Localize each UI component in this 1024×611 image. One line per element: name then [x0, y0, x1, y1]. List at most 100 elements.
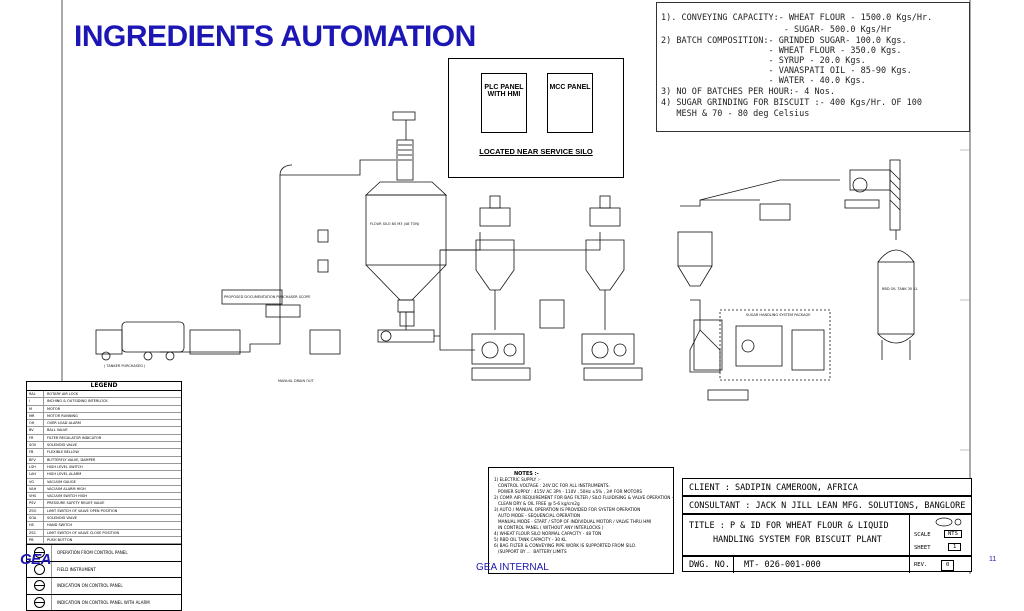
logo-area [914, 517, 966, 527]
flour-silo [364, 111, 448, 343]
legend-abbreviation: I [27, 398, 44, 405]
legend-description: VACUUM GAUGE [47, 479, 76, 484]
legend-abbreviation: MR [27, 412, 44, 420]
panel-indication-alarm-symbol [33, 596, 45, 608]
sheet-value: 1 [948, 543, 962, 551]
plc-panel-label: PLC PANEL WITH HMI [484, 84, 524, 98]
panel-location-label: LOCATED NEAR SERVICE SILO [479, 147, 593, 156]
design-basis-box: 1). CONVEYING CAPACITY:- WHEAT FLOUR - 1… [656, 2, 970, 132]
legend-description: HIGH LEVEL ALARM [47, 472, 82, 477]
legend-abbreviation: PB [27, 536, 44, 544]
legend-abbreviation: PSV [27, 500, 44, 507]
legend-description: BALL VALVE [47, 428, 68, 433]
mcc-panel: MCC PANEL [547, 73, 593, 133]
rev-label: REV. [909, 557, 927, 573]
note-line: 4) WHEAT FLOUR SILO NORMAL CAPACITY - 48… [494, 531, 602, 536]
note-line: 2) COMP. AIR REQUIREMENT FOR BAG FILTER … [494, 495, 674, 500]
spec-line: 1). CONVEYING CAPACITY:- WHEAT FLOUR - 1… [661, 13, 933, 23]
note-line: IN CONTROL PANEL ( WITHOUT ANY INTERLOCK… [494, 525, 604, 530]
spec-line: 3) NO OF BATCHES PER HOUR:- 4 Nos. [661, 87, 835, 97]
notes-box: NOTES :- 1) ELECTRIC SUPPLY :- CONTROL V… [488, 467, 674, 574]
drawing-title-line1: TITLE : P & ID FOR WHEAT FLOUR & LIQUID [689, 521, 889, 531]
legend-abbreviation: SOV [27, 442, 44, 449]
legend-description: INCHING & OUTSIDING INTERLOCK [47, 399, 108, 404]
spec-line: 2) BATCH COMPOSITION:- GRINDED SUGAR- 10… [661, 36, 907, 46]
legend-abbreviation: M [27, 405, 44, 412]
legend-description: LIMIT SWITCH OF VALVE OPEN POSITION [47, 508, 118, 513]
panels-enclosure: PLC PANEL WITH HMI MCC PANEL LOCATED NEA… [448, 58, 624, 178]
dwg-row: DWG. NO. MT- 026-001-000 REV. 0 [682, 556, 972, 573]
scale-sheet-block: SCALE NTS SHEET 1 [909, 515, 972, 557]
rev-value: 0 [941, 560, 955, 571]
legend-abbreviation: BFV [27, 456, 44, 463]
legend-description: BUTTERFLY VALVE, DAMPER [47, 457, 96, 462]
scope-label: PROPOSED DOCUMENTATION PURCHASER SCOPE [224, 295, 310, 299]
client-text: CLIENT : SADIPIN CAMEROON, AFRICA [689, 483, 858, 493]
drawing-title-line2: HANDLING SYSTEM FOR BISCUIT PLANT [713, 535, 882, 545]
sheet-label: SHEET [914, 545, 931, 551]
control-panel-operation-symbol [33, 547, 45, 559]
legend-abbreviation: SOA [27, 515, 44, 522]
note-line: MANUAL MODE - START / STOP OF INDIVIDUAL… [494, 519, 652, 524]
legend-description: LIMIT SWITCH OF VALVE CLOSE POSITION [47, 530, 120, 535]
legend-symbol-text: OPERATION FROM CONTROL PANEL [57, 550, 128, 556]
legend-symbol-text: INDICATION ON CONTROL PANEL WITH ALARM [57, 599, 150, 605]
note-line: (SUPPORT BY ... BATTERY LIMITS [494, 549, 567, 554]
consultant-row: CONSULTANT : JACK N JILL LEAN MFG. SOLUT… [682, 496, 972, 514]
pid-diagram: FLOUR SILO 80 M3 (48 TON) ( TANKER PURCH… [95, 111, 918, 401]
scale-value: NTS [944, 530, 962, 538]
legend-description: PUSH BUTTON [47, 537, 73, 542]
legend-description: MOTOR RUNNING [47, 413, 78, 418]
spec-line: - WATER - 40.0 Kgs. [661, 76, 866, 86]
note-line: CONTROL VOLTAGE : 24V DC FOR ALL INSTRUM… [494, 483, 610, 488]
legend-description: PRESSURE SAFETY RELIEF VALVE [47, 501, 105, 506]
consultant-text: CONSULTANT : JACK N JILL LEAN MFG. SOLUT… [689, 501, 966, 511]
legend-title: LEGEND [27, 382, 181, 391]
legend-description: FILTER REGULATOR INDICATOR [47, 435, 102, 440]
spec-line: 4) SUGAR GRINDING FOR BISCUIT :- 400 Kgs… [661, 98, 922, 108]
legend-abbreviation: LSH [27, 463, 44, 471]
note-line: 3) AUTO / MANUAL OPERATION IS PROVIDED F… [494, 507, 641, 512]
legend-description: SOLENOID VALVE [47, 516, 78, 521]
gea-logo: GEA [20, 551, 52, 568]
notes-title: NOTES :- [514, 471, 539, 477]
dwg-label: DWG. NO. [689, 560, 730, 570]
legend-description: OVER LOAD ALARM [47, 421, 81, 426]
note-line: 1) ELECTRIC SUPPLY :- [494, 477, 541, 482]
legend-abbreviation: FR [27, 434, 44, 442]
legend-description: HIGH LEVEL SWITCH [47, 464, 83, 469]
plc-panel: PLC PANEL WITH HMI [481, 73, 527, 133]
legend-abbreviation: HS [27, 522, 44, 529]
legend-abbreviation: OH [27, 420, 44, 427]
legend-abbreviation: LAH [27, 471, 44, 478]
client-row: CLIENT : SADIPIN CAMEROON, AFRICA [682, 478, 972, 496]
legend-symbol-text: INDICATION ON CONTROL PANEL [57, 583, 123, 589]
legend-symbol-text: FIELD INSTRUMENT [57, 566, 96, 572]
manual-drain-label: MANUAL DRAIN OUT [278, 379, 315, 383]
dwg-number: MT- 026-001-000 [733, 557, 821, 573]
legend-abbreviation: VG [27, 478, 44, 485]
spec-line: - WHEAT FLOUR - 350.0 Kgs. [661, 46, 902, 56]
silo-label: FLOUR SILO 80 M3 (48 TON) [370, 222, 420, 226]
page-number: 11 [989, 556, 997, 563]
legend-abbreviation: FB [27, 449, 44, 456]
